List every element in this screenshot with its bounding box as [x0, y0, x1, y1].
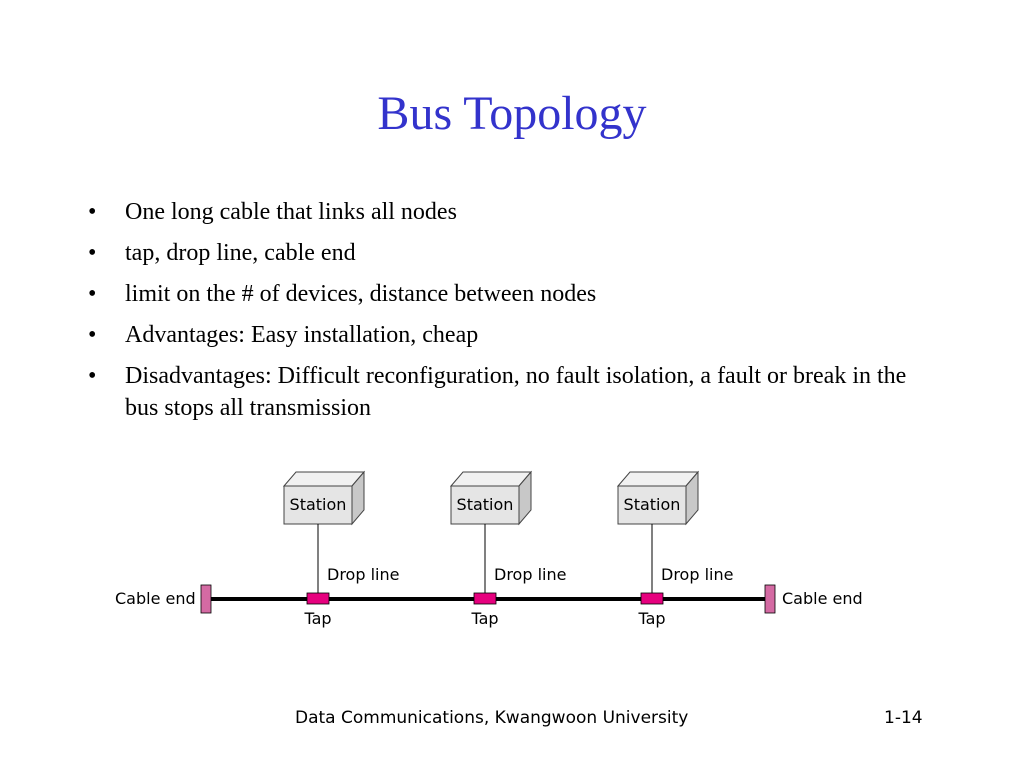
- station-3: Station: [616, 470, 700, 526]
- bullet-text: limit on the # of devices, distance betw…: [125, 281, 597, 307]
- tap: [473, 592, 497, 605]
- bullet-item: • Advantages: Easy installation, cheap: [80, 319, 930, 351]
- station-label: Station: [624, 495, 681, 514]
- bullet-icon: •: [88, 363, 97, 389]
- cable-end-left: [200, 584, 212, 614]
- tap: [640, 592, 664, 605]
- tap-label: Tap: [637, 609, 665, 628]
- tap-label: Tap: [303, 609, 331, 628]
- bullet-item: • Disadvantages: Difficult reconfigurati…: [80, 360, 930, 424]
- drop-line-label: Drop line: [327, 565, 399, 584]
- station-front: [617, 485, 687, 525]
- bullet-item: • tap, drop line, cable end: [80, 237, 930, 269]
- bullet-text: Advantages: Easy installation, cheap: [125, 322, 479, 348]
- slide-title: Bus Topology: [377, 87, 647, 140]
- station-label: Station: [457, 495, 514, 514]
- drop-line-label: Drop line: [494, 565, 566, 584]
- bullet-text: tap, drop line, cable end: [125, 240, 356, 266]
- bullet-icon: •: [88, 240, 97, 266]
- footer-page-number: 1-14: [884, 708, 923, 728]
- cable-end-label-right: Cable end: [782, 589, 863, 608]
- cable-end-right: [764, 584, 776, 614]
- bullet-item: • One long cable that links all nodes: [80, 196, 930, 228]
- station-2: Station: [449, 470, 533, 526]
- station-top: [282, 471, 366, 487]
- bullet-icon: •: [88, 322, 97, 348]
- station-1: Station: [282, 470, 366, 526]
- station-top: [449, 471, 533, 487]
- station-top: [616, 471, 700, 487]
- bullet-item: • limit on the # of devices, distance be…: [80, 278, 930, 310]
- bullet-icon: •: [88, 281, 97, 307]
- station-label: Station: [290, 495, 347, 514]
- station-front: [283, 485, 353, 525]
- bullet-text: One long cable that links all nodes: [125, 199, 457, 225]
- cable-end-label-left: Cable end: [115, 589, 196, 608]
- bullet-list: • One long cable that links all nodes • …: [80, 196, 930, 433]
- bullet-text: Disadvantages: Difficult reconfiguration…: [125, 363, 907, 421]
- tap-label: Tap: [470, 609, 498, 628]
- tap: [306, 592, 330, 605]
- drop-line-label: Drop line: [661, 565, 733, 584]
- bullet-icon: •: [88, 199, 97, 225]
- footer-course: Data Communications, Kwangwoon Universit…: [295, 708, 689, 728]
